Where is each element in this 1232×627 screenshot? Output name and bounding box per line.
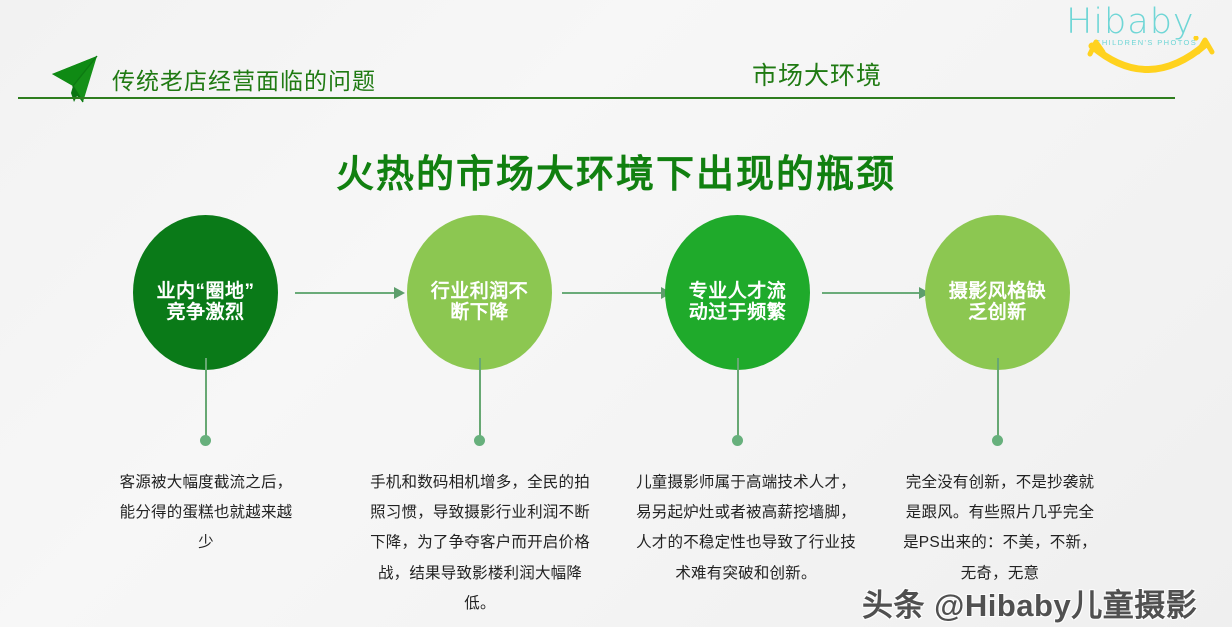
flow-node-4[interactable]: 摄影风格缺	[925, 215, 1070, 370]
connector-stem-3	[737, 358, 739, 438]
smile-curve-icon	[1086, 35, 1216, 82]
page-title: 火热的市场大环境下出现的瓶颈	[335, 154, 896, 196]
caption-2: 手机和数码相机增多，全民的拍照习惯，导致摄影行业利润不断下降，为了争夺客户而开启…	[370, 474, 590, 612]
flow-node-1[interactable]: 业内“圈地”	[133, 215, 278, 370]
brand-logo: Hibaby CHILDREN'S PHOTOS	[1062, 2, 1227, 82]
flow-node-2[interactable]: 行业利润不	[407, 215, 552, 370]
flow-node-3[interactable]: 专业人才流	[665, 215, 810, 370]
logo-wordmark: Hibaby	[1066, 2, 1195, 42]
caption-3: 儿童摄影师属于高端技术人才，易另起炉灶或者被高薪挖墙脚，人才的不稳定性也导致了行…	[636, 474, 856, 582]
flow-arrow-3	[822, 287, 930, 299]
caption-4: 完全没有创新，不是抄袭就是跟风。有些照片几乎完全是PS出来的：不美，不新，无奇，…	[903, 474, 1097, 582]
header-divider	[18, 97, 1175, 99]
connector-dot-2	[474, 435, 485, 446]
header-right-title: 市场大环境	[752, 62, 883, 90]
connector-stem-1	[205, 358, 207, 438]
logo-tagline: CHILDREN'S PHOTOS	[1095, 38, 1198, 47]
connector-dot-3	[732, 435, 743, 446]
flow-arrow-2	[562, 287, 672, 299]
flow-arrow-1	[295, 287, 405, 299]
flow-diagram: 业内“圈地” 竞争激烈 行业利润不 断下降 专业人才流 动过于频繁	[0, 215, 1232, 375]
flow-node-2-line1: 行业利润不	[430, 281, 529, 303]
watermark: 头条 @Hibaby儿童摄影	[862, 588, 1198, 623]
flow-node-1-line1: 业内“圈地”	[156, 281, 255, 303]
slide-header: 传统老店经营面临的问题 市场大环境 Hibaby CHILDREN'S PHOT…	[0, 0, 1232, 105]
connector-stem-2	[479, 358, 481, 438]
connector-dot-1	[200, 435, 211, 446]
caption-1: 客源被大幅度截流之后，能分得的蛋糕也就越来越少	[119, 474, 293, 552]
connector-stem-4	[997, 358, 999, 438]
flow-node-4-line1: 摄影风格缺	[948, 281, 1047, 303]
flow-node-3-line1: 专业人才流	[688, 281, 787, 303]
connector-dot-4	[992, 435, 1003, 446]
header-left-title: 传统老店经营面临的问题	[112, 68, 376, 94]
